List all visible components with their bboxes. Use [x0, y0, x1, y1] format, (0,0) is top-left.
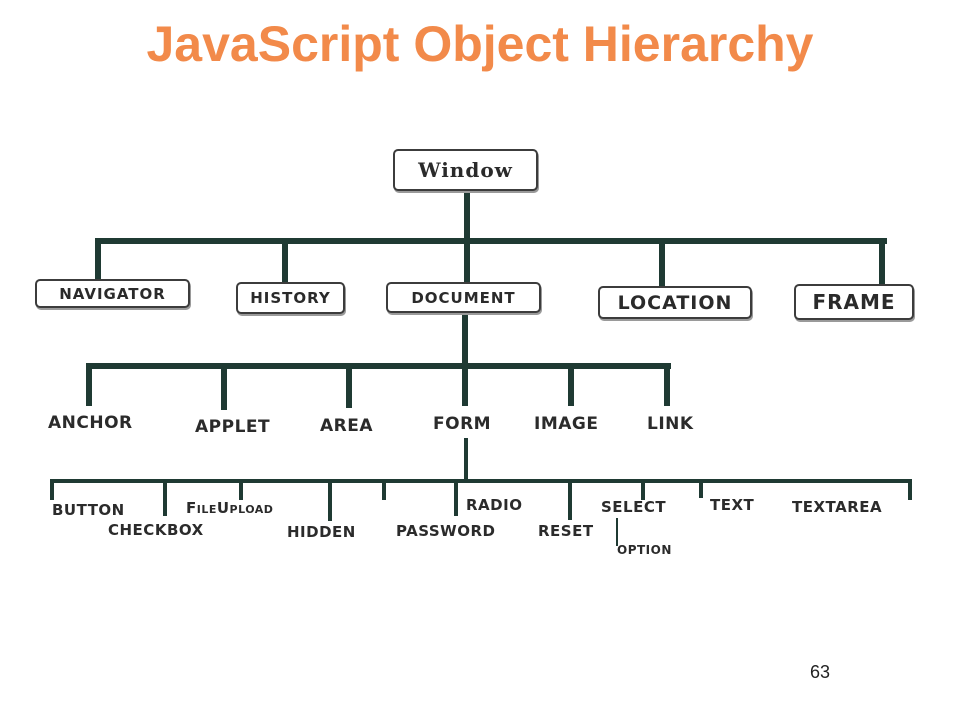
node-location-label: LOCATION [617, 291, 733, 314]
node-form: FORM [433, 414, 492, 434]
node-history: HISTORY [236, 282, 345, 314]
node-window: Window [393, 149, 538, 191]
node-hidden: HIDDEN [287, 523, 356, 541]
node-document: DOCUMENT [386, 282, 541, 313]
node-password: PASSWORD [396, 522, 496, 540]
node-frame: FRAME [794, 284, 914, 320]
node-anchor: ANCHOR [48, 413, 133, 433]
node-image: IMAGE [534, 414, 599, 434]
node-navigator-label: NAVIGATOR [59, 284, 166, 303]
node-option: OPTION [617, 543, 672, 557]
node-location: LOCATION [598, 286, 752, 319]
slide-title: JavaScript Object Hierarchy [146, 16, 814, 72]
node-navigator: NAVIGATOR [35, 279, 190, 308]
node-reset: RESET [538, 522, 594, 540]
node-button: BUTTON [52, 501, 125, 519]
node-history-label: HISTORY [250, 289, 331, 307]
node-window-label: Window [418, 158, 513, 182]
page-number: 63 [809, 662, 830, 682]
node-document-label: DOCUMENT [411, 288, 516, 307]
node-fileupload: FileUpload [186, 499, 274, 517]
node-checkbox: CHECKBOX [108, 521, 204, 539]
node-radio: RADIO [466, 496, 523, 514]
node-textarea: TEXTAREA [792, 498, 883, 516]
node-select: SELECT [601, 498, 667, 516]
node-frame-label: FRAME [812, 290, 896, 314]
node-link: LINK [647, 414, 694, 434]
node-applet: APPLET [195, 417, 271, 437]
node-area: AREA [320, 416, 374, 436]
node-text: TEXT [710, 496, 755, 514]
